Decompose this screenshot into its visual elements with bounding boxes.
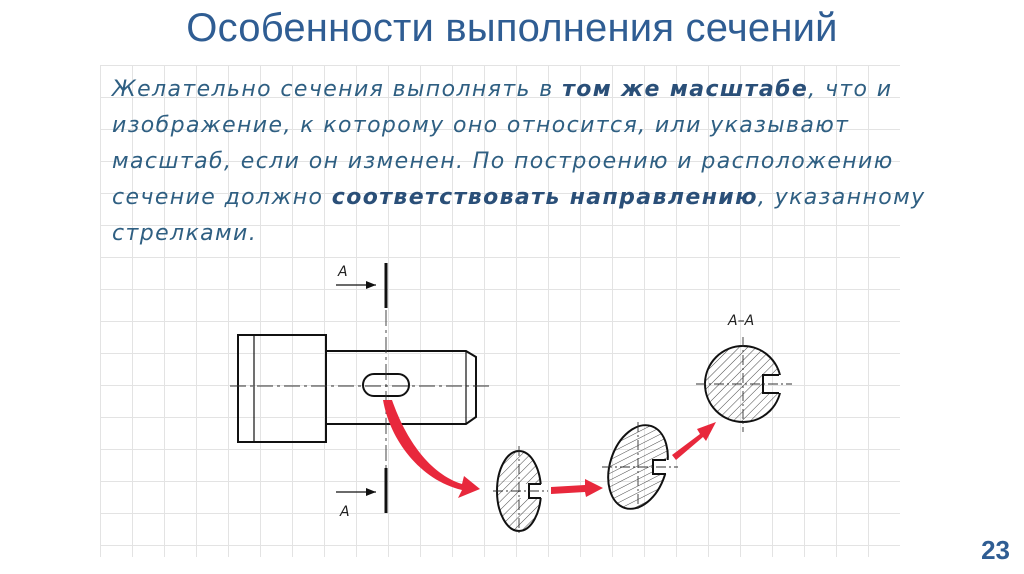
rotation-arrow-3 bbox=[672, 422, 716, 460]
text-span: , указанному bbox=[757, 185, 926, 210]
section-mark-top: А bbox=[336, 263, 388, 308]
rotation-arrow-1 bbox=[383, 400, 480, 498]
text-line-2: изображение, к которому оно относится, и… bbox=[112, 113, 850, 138]
slide-title: Особенности выполнения сечений bbox=[186, 6, 838, 50]
section-view-1 bbox=[493, 446, 548, 536]
section-letter-bottom: А bbox=[339, 504, 350, 520]
emphasis-match-direction: соответствовать направлению bbox=[331, 185, 758, 210]
body-text: Желательно сечения выполнять в том же ма… bbox=[112, 72, 924, 252]
text-line-1: Желательно сечения выполнять в том же ма… bbox=[112, 72, 902, 108]
page-number: 23 bbox=[981, 535, 1010, 565]
text-span: Желательно сечения выполнять в bbox=[112, 77, 563, 102]
text-line-3: масштаб, если он изменен. По построению … bbox=[112, 149, 894, 174]
text-line-5: стрелками. bbox=[112, 221, 258, 246]
grid-background bbox=[100, 65, 900, 557]
section-label-a-a: А–А bbox=[727, 313, 754, 329]
text-span: , что и bbox=[808, 77, 893, 102]
shaft-view bbox=[230, 310, 490, 470]
emphasis-same-scale: том же масштабе bbox=[562, 77, 809, 102]
section-view-2 bbox=[602, 422, 678, 512]
text-line-4: сечение должно соответствовать направлен… bbox=[112, 180, 924, 216]
section-mark-bottom: А bbox=[336, 468, 388, 520]
text-span: сечение должно bbox=[112, 185, 332, 210]
rotation-arrow-2 bbox=[551, 479, 603, 497]
section-view-final: А–А bbox=[696, 313, 792, 432]
section-letter-top: А bbox=[337, 264, 348, 280]
